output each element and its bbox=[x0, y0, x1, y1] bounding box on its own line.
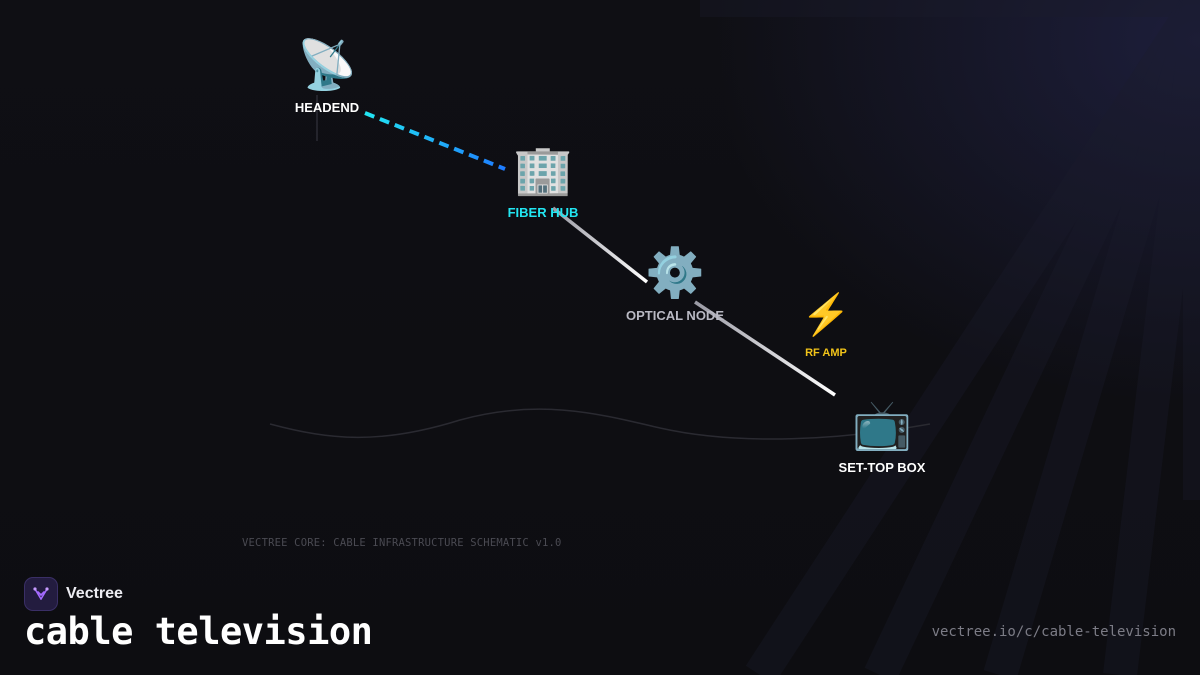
lightning-bolt-icon: ⚡ bbox=[801, 293, 851, 337]
television-icon: 📺 bbox=[852, 399, 912, 452]
page-title: cable television bbox=[24, 610, 373, 653]
node-label: OPTICAL NODE bbox=[626, 308, 724, 323]
satellite-dish-icon: 📡 bbox=[297, 39, 357, 92]
node-rf-amp: ⚡ RF AMP bbox=[801, 295, 851, 359]
ground-curve bbox=[269, 408, 931, 440]
brand-name: Vectree bbox=[66, 585, 123, 602]
node-headend: 📡 HEADEND bbox=[294, 39, 360, 116]
gear-icon: ⚙️ bbox=[645, 247, 705, 300]
node-label: RF AMP bbox=[805, 347, 847, 359]
brand[interactable]: Vectree bbox=[24, 577, 123, 611]
link-optical-node-set-top-box bbox=[694, 300, 836, 397]
vectree-logo-icon bbox=[24, 577, 58, 611]
node-label: HEADEND bbox=[294, 100, 360, 115]
schematic-caption: VECTREE CORE: CABLE INFRASTRUCTURE SCHEM… bbox=[242, 537, 562, 549]
office-building-icon: 🏢 bbox=[513, 144, 573, 197]
node-set-top-box: 📺 SET-TOP BOX bbox=[838, 399, 926, 476]
node-fiber-hub: 🏢 FIBER HUB bbox=[507, 144, 579, 221]
node-optical-node: ⚙️ OPTICAL NODE bbox=[626, 247, 724, 324]
node-label: FIBER HUB bbox=[507, 205, 579, 220]
link-headend-fiber-hub bbox=[364, 111, 506, 171]
node-label: SET-TOP BOX bbox=[838, 460, 926, 475]
link-fiber-hub-optical-node bbox=[551, 206, 649, 284]
page-url[interactable]: vectree.io/c/cable-television bbox=[931, 624, 1176, 640]
